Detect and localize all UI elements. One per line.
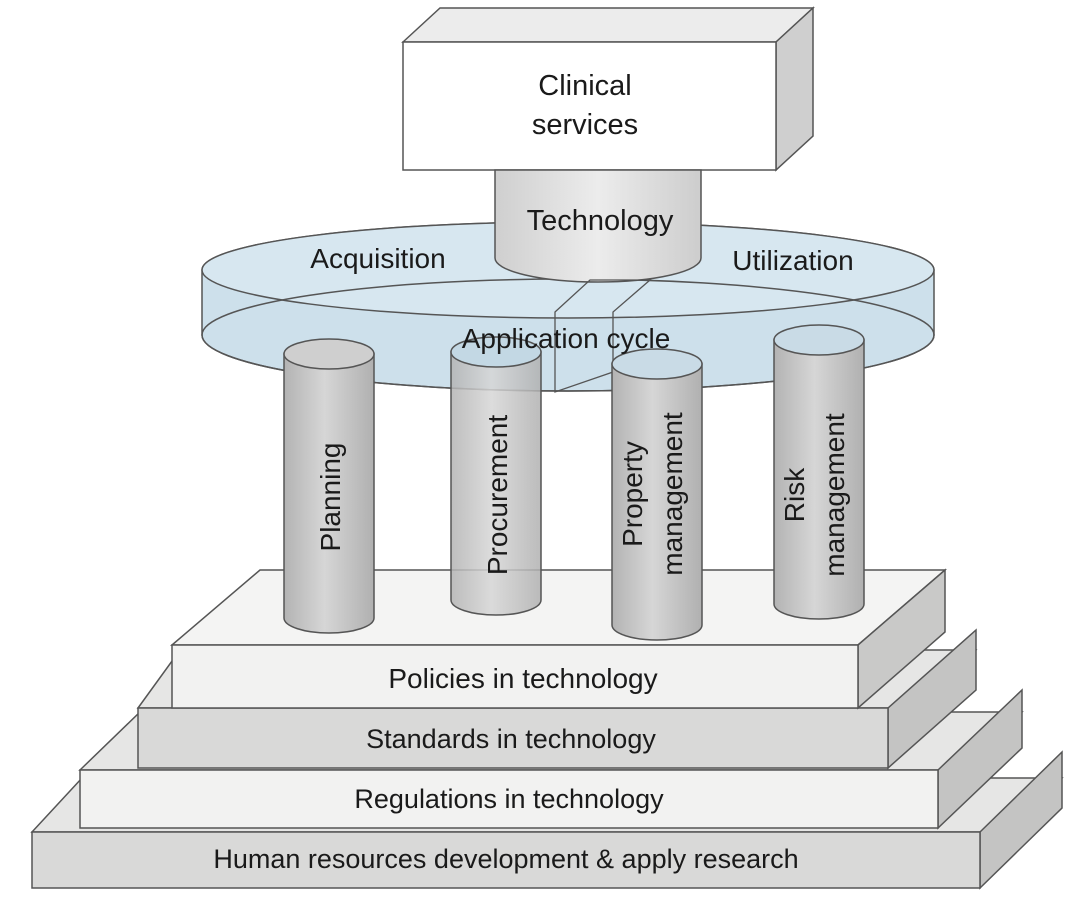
pillar-body: [773, 339, 865, 620]
technology-cylinder: Technology: [494, 169, 702, 283]
step-front-face: [137, 707, 889, 769]
acquisition-label: Acquisition: [310, 243, 445, 274]
pillar-label-risk: Risk: [779, 467, 810, 522]
pillar-label-property: Property: [617, 441, 648, 547]
block-front-face: [402, 41, 777, 171]
step-front-face: [79, 769, 939, 829]
pillar-body: [283, 353, 375, 634]
pillar-cap: [283, 338, 375, 370]
technology-label: Technology: [527, 205, 674, 237]
pillar-risk-management: Risk management: [773, 324, 865, 620]
pillar-label-procurement: Procurement: [482, 415, 513, 576]
pillar-label-risk-management: management: [819, 413, 850, 577]
pillar-label-planning: Planning: [315, 443, 346, 552]
pillar-cap: [450, 336, 542, 368]
step-label-standards: Standards in technology: [366, 724, 656, 754]
utilization-label: Utilization: [732, 245, 853, 276]
pillar-planning: Planning: [283, 338, 375, 634]
disk-divider: [554, 279, 652, 393]
step-label-human-resources: Human resources development & apply rese…: [213, 844, 798, 874]
pillar-procurement: Procurement: [450, 336, 542, 616]
step-label-regulations: Regulations in technology: [354, 784, 664, 814]
application-cycle-label: Application cycle: [462, 323, 671, 354]
clinical-services-line1: Clinical: [538, 70, 631, 102]
pillar-body: [450, 351, 542, 616]
pillar-property-management: Property management: [611, 348, 703, 641]
step-front-face: [171, 644, 859, 709]
pillar-label-management: management: [657, 412, 688, 576]
clinical-services-line2: services: [532, 109, 638, 141]
block-top-face: [401, 7, 815, 43]
step-front-face: [31, 831, 981, 889]
technology-body: [494, 169, 702, 283]
clinical-services-block: Clinical services: [401, 6, 815, 172]
pillar-body: [611, 363, 703, 641]
pillar-cap: [611, 348, 703, 380]
step-label-policies: Policies in technology: [388, 663, 657, 694]
pillar-cap: [773, 324, 865, 356]
